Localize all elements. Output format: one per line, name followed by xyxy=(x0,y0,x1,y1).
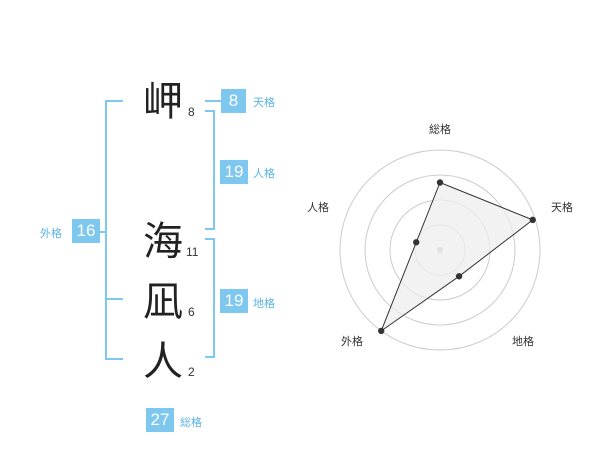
radar-point-2 xyxy=(455,273,463,280)
radar-label-gaikaku: 外格 xyxy=(341,335,363,348)
name-char-4: 人 xyxy=(143,339,183,385)
jinkaku-bracket-vertical xyxy=(213,110,215,230)
radar-series-polygon xyxy=(380,181,534,333)
gaikaku-bracket-mid xyxy=(105,298,123,300)
radar-grid-ring-3 xyxy=(364,174,516,326)
radar-label-jinkaku: 人格 xyxy=(307,201,329,214)
chikaku-bracket-bottom xyxy=(205,356,215,358)
radar-label-soukaku: 総格 xyxy=(429,123,451,136)
gaikaku-connector xyxy=(99,231,105,233)
chikaku-bracket-vertical xyxy=(213,238,215,358)
chikaku-bracket-top xyxy=(205,238,215,240)
stroke-count-4: 2 xyxy=(188,365,195,379)
radar-point-1 xyxy=(529,216,536,224)
jinkaku-bracket-top xyxy=(205,110,215,112)
radar-grid-ring-4 xyxy=(339,149,541,351)
name-char-2: 海 xyxy=(143,219,183,265)
gaikaku-bracket-bottom xyxy=(105,358,123,360)
radar-point-0 xyxy=(436,179,444,186)
chikaku-label: 地格 xyxy=(253,297,275,310)
stroke-count-3: 6 xyxy=(188,305,195,319)
gaikaku-label: 外格 xyxy=(40,227,62,240)
tenkaku-value-badge: 8 xyxy=(221,89,246,113)
radar-label-chikaku: 地格 xyxy=(512,335,534,348)
radar-label-tenkaku: 天格 xyxy=(551,201,573,214)
jinkaku-value-badge: 19 xyxy=(220,160,248,184)
stroke-count-1: 8 xyxy=(188,105,195,119)
name-char-1: 岬 xyxy=(143,79,183,125)
stroke-count-2: 11 xyxy=(186,245,199,259)
radar-point-3 xyxy=(378,327,385,335)
soukaku-value-badge: 27 xyxy=(146,408,174,432)
radar-point-4 xyxy=(413,239,420,246)
tenkaku-label: 天格 xyxy=(253,96,275,109)
gaikaku-value-badge: 16 xyxy=(72,219,100,243)
chikaku-value-badge: 19 xyxy=(220,289,248,313)
name-char-3: 凪 xyxy=(143,279,183,325)
soukaku-label: 総格 xyxy=(180,416,202,429)
tenkaku-bracket xyxy=(205,100,221,102)
jinkaku-bracket-bottom xyxy=(205,228,215,230)
jinkaku-label: 人格 xyxy=(253,167,275,180)
gaikaku-bracket-top xyxy=(105,100,123,102)
gaikaku-bracket-vertical xyxy=(105,100,107,360)
